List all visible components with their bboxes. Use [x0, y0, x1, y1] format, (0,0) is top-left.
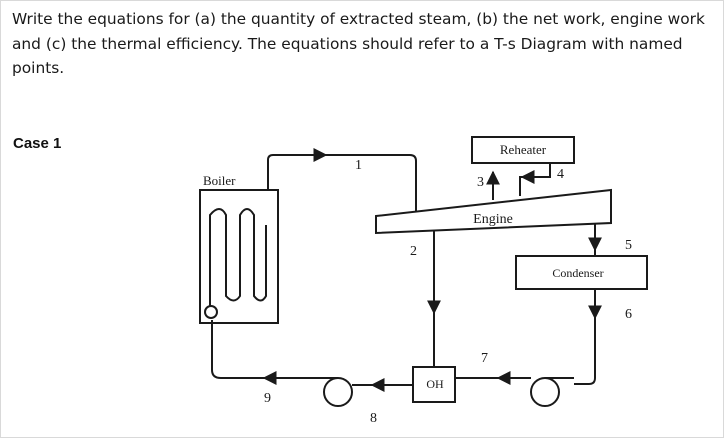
oh-label: OH: [426, 377, 444, 391]
condenser-label: Condenser: [552, 266, 603, 280]
point-label-3: 3: [477, 175, 484, 190]
line-1: [267, 154, 417, 211]
engine: [375, 188, 612, 235]
point-label-9: 9: [264, 391, 271, 406]
line-4: [519, 164, 551, 196]
condensate-pump: [530, 377, 560, 407]
point-label-5: 5: [625, 238, 632, 253]
line-9: [211, 320, 316, 379]
engine-label: Engine: [473, 212, 513, 227]
point-label-7: 7: [481, 351, 488, 366]
reheater-box: [471, 136, 575, 164]
boiler-label: Boiler: [203, 173, 236, 188]
feed-pump: [323, 377, 353, 407]
question-text: Write the equations for (a) the quantity…: [12, 10, 705, 77]
point-label-2: 2: [410, 244, 417, 259]
line-6-lower: [574, 318, 596, 385]
condenser-box: [515, 255, 648, 290]
point-label-1: 1: [355, 158, 362, 173]
case-label: Case 1: [13, 135, 62, 152]
point-label-6: 6: [625, 307, 632, 322]
boiler-drum: [204, 305, 218, 319]
boiler-box: [199, 189, 279, 324]
boiler-coil: [209, 208, 267, 312]
point-label-8: 8: [370, 411, 377, 426]
point-label-4: 4: [557, 167, 564, 182]
reheater-label: Reheater: [500, 142, 547, 157]
